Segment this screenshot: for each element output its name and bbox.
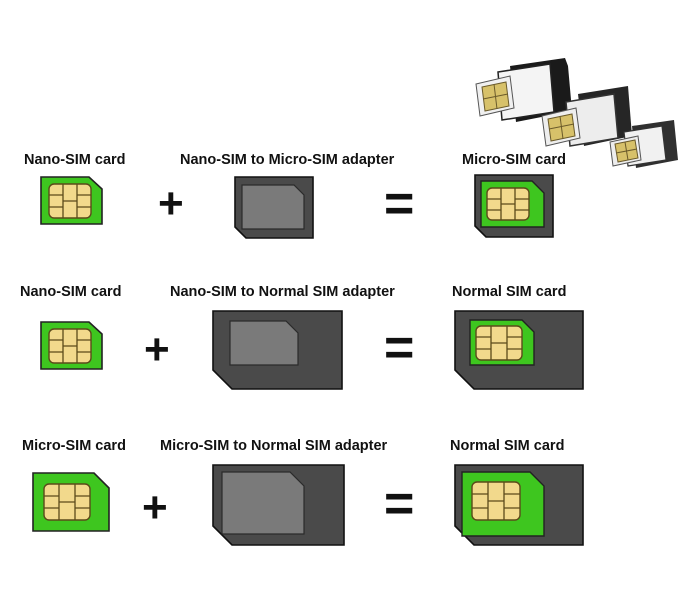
photo-adapter-set-1 bbox=[475, 58, 572, 122]
row3-plus: + bbox=[142, 483, 168, 532]
photo-adapter-set-2 bbox=[541, 86, 632, 147]
normal-sim-card bbox=[454, 464, 584, 546]
sim-chip-icon bbox=[43, 483, 91, 521]
micro-sim-card bbox=[474, 174, 554, 238]
row1-right-label: Micro-SIM card bbox=[462, 152, 566, 168]
row3-left-label: Micro-SIM card bbox=[22, 438, 126, 454]
micro-to-normal-adapter bbox=[212, 464, 345, 546]
normal-sim-card bbox=[454, 310, 584, 390]
sim-chip-icon bbox=[48, 328, 92, 364]
row1-equals: = bbox=[384, 175, 415, 233]
row1-left-label: Nano-SIM card bbox=[24, 152, 126, 168]
sim-chip-icon bbox=[475, 325, 523, 361]
nano-sim-card bbox=[40, 321, 103, 370]
row2-plus: + bbox=[144, 325, 170, 374]
nano-sim-card bbox=[40, 176, 103, 225]
row2-equals: = bbox=[384, 319, 415, 377]
row1-middle-label: Nano-SIM to Micro-SIM adapter bbox=[180, 152, 395, 168]
row3-right-label: Normal SIM card bbox=[450, 438, 565, 454]
row3-middle-label: Micro-SIM to Normal SIM adapter bbox=[160, 438, 388, 454]
sim-chip-icon bbox=[486, 187, 530, 221]
row2-middle-label: Nano-SIM to Normal SIM adapter bbox=[170, 284, 395, 300]
row1-plus: + bbox=[158, 179, 184, 228]
sim-chip-icon bbox=[471, 481, 521, 521]
row2-right-label: Normal SIM card bbox=[452, 284, 567, 300]
nano-to-normal-adapter bbox=[212, 310, 343, 390]
row2-left-label: Nano-SIM card bbox=[20, 284, 122, 300]
row3-equals: = bbox=[384, 475, 415, 533]
photo-adapter-set-3 bbox=[609, 120, 678, 168]
nano-to-micro-adapter bbox=[234, 176, 314, 239]
sim-adapters-photo bbox=[475, 58, 678, 168]
sim-chip-icon bbox=[48, 183, 92, 219]
micro-sim-card bbox=[32, 472, 110, 532]
